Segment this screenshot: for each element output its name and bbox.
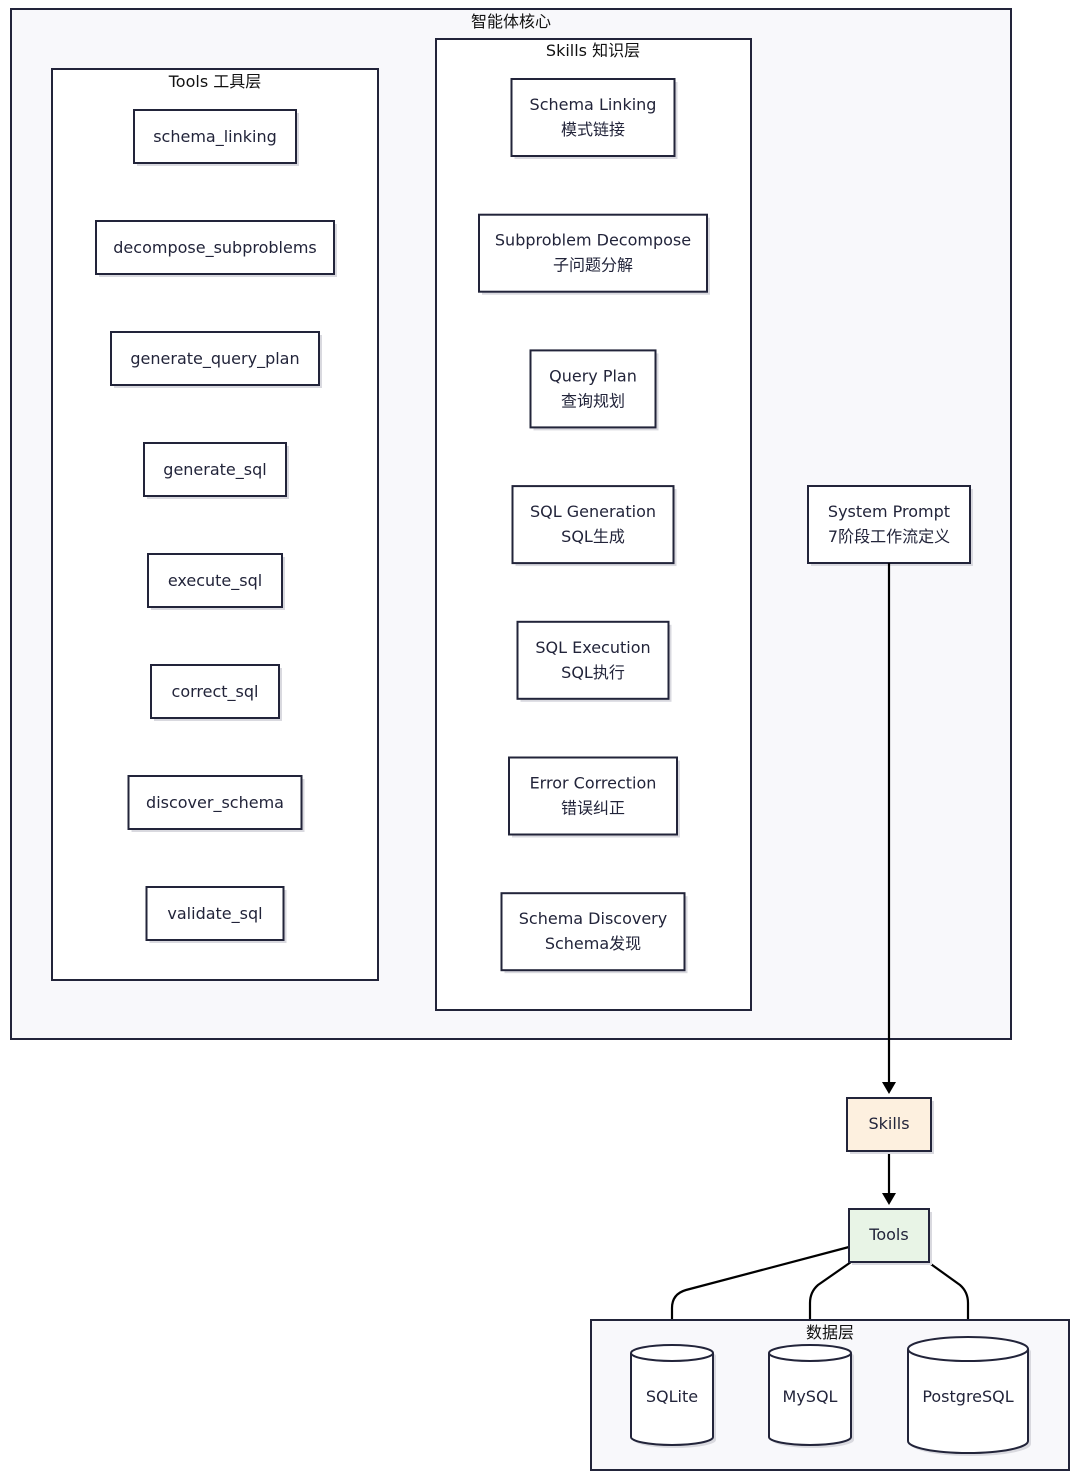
skill-item-zh: 查询规划 xyxy=(561,391,625,410)
edge-tools-to-postgresql xyxy=(927,1261,970,1330)
tool-item-decompose-subproblems[interactable]: decompose_subproblems xyxy=(95,220,337,277)
tools-node[interactable]: Tools xyxy=(848,1208,932,1265)
arrow-prompt-to-skills xyxy=(882,1082,896,1094)
tool-item-label: execute_sql xyxy=(168,571,262,591)
database-label: SQLite xyxy=(646,1387,698,1406)
database-label: PostgreSQL xyxy=(922,1387,1013,1406)
skill-item-en: Error Correction xyxy=(530,774,657,793)
tools-node-label: Tools xyxy=(868,1225,908,1244)
tools-layer: Tools 工具层 schema_linking decompose_subpro… xyxy=(51,68,379,981)
tool-item-execute-sql[interactable]: execute_sql xyxy=(147,553,285,610)
skills-node-label: Skills xyxy=(868,1114,909,1133)
database-sqlite[interactable]: SQLite xyxy=(630,1344,716,1448)
skill-item-en: Subproblem Decompose xyxy=(495,231,691,250)
tool-item-validate-sql[interactable]: validate_sql xyxy=(145,886,287,943)
database-mysql[interactable]: MySQL xyxy=(768,1344,854,1448)
skill-item-en: SQL Generation xyxy=(530,502,656,521)
skill-item-2[interactable]: Subproblem Decompose 子问题分解 xyxy=(478,213,710,295)
tool-item-label: schema_linking xyxy=(153,127,277,147)
system-prompt-line2: 7阶段工作流定义 xyxy=(828,527,950,546)
skill-item-en: Schema Linking xyxy=(530,95,657,114)
tool-item-generate-query-plan[interactable]: generate_query_plan xyxy=(110,331,322,388)
skills-layer: Skills 知识层 Schema Linking 模式链接 Subproblem … xyxy=(435,38,752,1011)
skill-item-en: Schema Discovery xyxy=(519,909,667,928)
skill-item-zh: SQL生成 xyxy=(561,527,625,546)
skills-items: Schema Linking 模式链接 Subproblem Decompose 子问… xyxy=(478,78,710,974)
tool-item-schema-linking[interactable]: schema_linking xyxy=(133,109,299,166)
system-prompt-node[interactable]: System Prompt 7阶段工作流定义 xyxy=(807,485,973,566)
skill-item-zh: SQL执行 xyxy=(561,663,625,682)
database-items: SQLite MySQL PostgreSQL xyxy=(630,1336,1031,1456)
skill-item-zh: 模式链接 xyxy=(561,120,625,139)
tool-item-label: decompose_subproblems xyxy=(113,238,316,258)
skill-item-zh: 错误纠正 xyxy=(561,799,625,818)
skill-item-3[interactable]: Query Plan 查询规划 xyxy=(529,349,659,431)
tool-item-label: discover_schema xyxy=(146,793,284,813)
skills-node[interactable]: Skills xyxy=(846,1097,934,1154)
tool-item-generate-sql[interactable]: generate_sql xyxy=(143,442,289,499)
tool-item-label: generate_query_plan xyxy=(130,349,299,369)
tool-item-correct-sql[interactable]: correct_sql xyxy=(150,664,282,721)
data-layer-title: 数据层 xyxy=(806,1323,854,1342)
core-title: 智能体核心 xyxy=(471,12,551,31)
arrow-skills-to-tools xyxy=(882,1193,896,1205)
system-prompt-line1: System Prompt xyxy=(828,502,950,521)
skills-layer-title: Skills 知识层 xyxy=(546,41,640,60)
data-layer: 数据层 SQLite MySQL PostgreSQL xyxy=(590,1319,1070,1471)
skill-item-zh: Schema发现 xyxy=(545,934,641,953)
tool-item-discover-schema[interactable]: discover_schema xyxy=(127,775,305,832)
tool-item-label: validate_sql xyxy=(167,904,262,924)
skill-item-en: SQL Execution xyxy=(535,638,650,657)
skill-item-en: Query Plan xyxy=(549,366,637,385)
tool-item-label: generate_sql xyxy=(163,460,266,480)
edge-tools-to-mysql xyxy=(808,1261,852,1336)
tool-item-label: correct_sql xyxy=(172,682,259,702)
database-postgresql[interactable]: PostgreSQL xyxy=(907,1336,1031,1456)
skill-item-1[interactable]: Schema Linking 模式链接 xyxy=(510,78,678,159)
edge-tools-to-sqlite xyxy=(670,1245,850,1336)
tools-items: schema_linking decompose_subproblemsgener… xyxy=(95,109,337,943)
skill-item-zh: 子问题分解 xyxy=(553,256,633,275)
database-label: MySQL xyxy=(783,1387,838,1406)
skill-item-6[interactable]: Error Correction 错误纠正 xyxy=(508,756,680,838)
tools-layer-title: Tools 工具层 xyxy=(168,72,262,91)
